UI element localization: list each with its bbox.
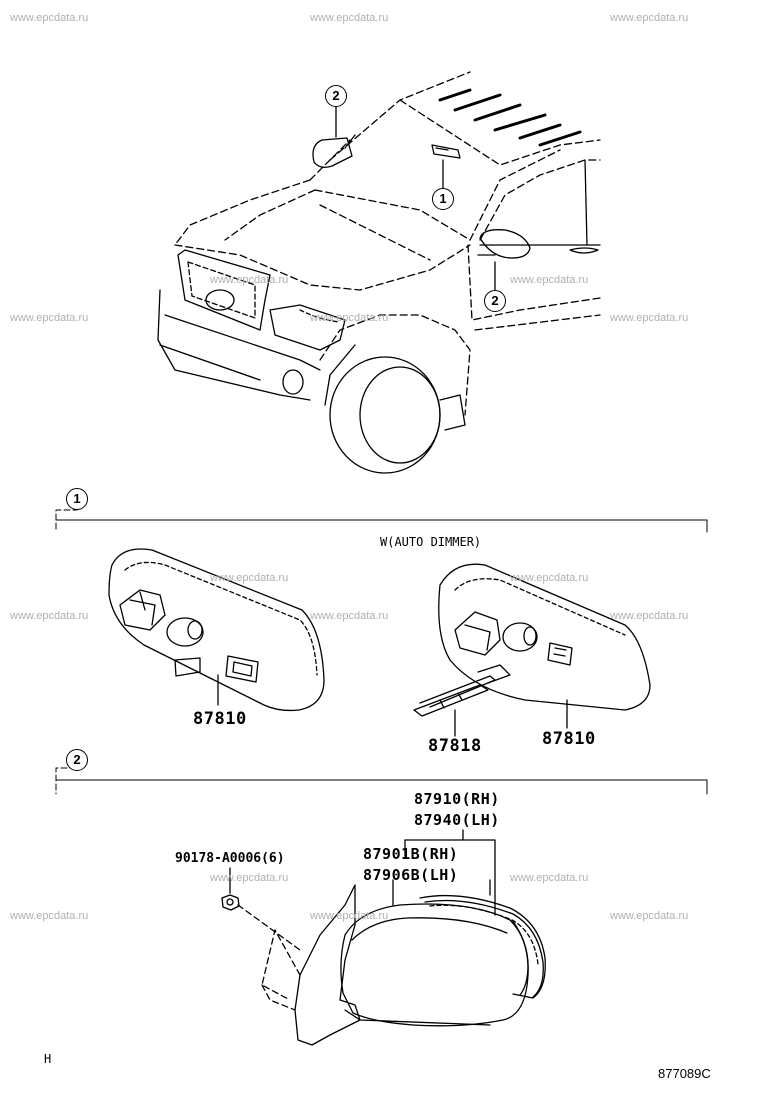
part-number-87906b-lh[interactable]: 87906B(LH) <box>363 866 459 884</box>
part-number-87810-right[interactable]: 87810 <box>542 729 596 749</box>
watermark: www.epcdata.ru <box>510 572 589 584</box>
part-number-87910-rh[interactable]: 87910(RH) <box>414 790 500 808</box>
watermark: www.epcdata.ru <box>510 274 589 286</box>
illustration-code: 877089C <box>658 1066 711 1081</box>
watermark: www.epcdata.ru <box>10 610 89 622</box>
outer-mirror-assembly <box>261 884 546 1046</box>
part-number-90178-a0006[interactable]: 90178-A0006(6) <box>175 851 285 866</box>
inside-mirror-basic <box>108 548 325 712</box>
watermark: www.epcdata.ru <box>10 12 89 24</box>
corner-mark: H <box>44 1052 52 1066</box>
watermark: www.epcdata.ru <box>310 610 389 622</box>
watermark: www.epcdata.ru <box>310 12 389 24</box>
watermark: www.epcdata.ru <box>210 274 289 286</box>
watermark: www.epcdata.ru <box>310 312 389 324</box>
watermark: www.epcdata.ru <box>10 312 89 324</box>
inside-mirror-auto-dimmer <box>413 563 651 737</box>
nut-90178 <box>221 894 301 951</box>
section2-callout[interactable]: 2 <box>66 749 88 771</box>
section1-frame <box>55 498 708 533</box>
part-number-87810-left[interactable]: 87810 <box>193 709 247 729</box>
watermark: www.epcdata.ru <box>210 572 289 584</box>
watermark: www.epcdata.ru <box>610 12 689 24</box>
watermark: www.epcdata.ru <box>310 910 389 922</box>
watermark: www.epcdata.ru <box>210 872 289 884</box>
watermark: www.epcdata.ru <box>610 910 689 922</box>
part-number-87818[interactable]: 87818 <box>428 736 482 756</box>
watermark: www.epcdata.ru <box>510 872 589 884</box>
watermark: www.epcdata.ru <box>610 312 689 324</box>
watermark: www.epcdata.ru <box>10 910 89 922</box>
part-number-87901b-rh[interactable]: 87901B(RH) <box>363 845 459 863</box>
section2-leaders <box>229 829 496 916</box>
section1-callout[interactable]: 1 <box>66 488 88 510</box>
callout-1-inside-mirror[interactable]: 1 <box>432 188 454 210</box>
part-number-87940-lh[interactable]: 87940(LH) <box>414 811 500 829</box>
callout-2-rh-mirror[interactable]: 2 <box>484 290 506 312</box>
watermark: www.epcdata.ru <box>610 610 689 622</box>
vehicle-illustration <box>157 71 601 474</box>
callout-2-lh-mirror[interactable]: 2 <box>325 85 347 107</box>
auto-dimmer-condition-label: W(AUTO DIMMER) <box>380 535 482 549</box>
section2-frame <box>55 759 708 795</box>
